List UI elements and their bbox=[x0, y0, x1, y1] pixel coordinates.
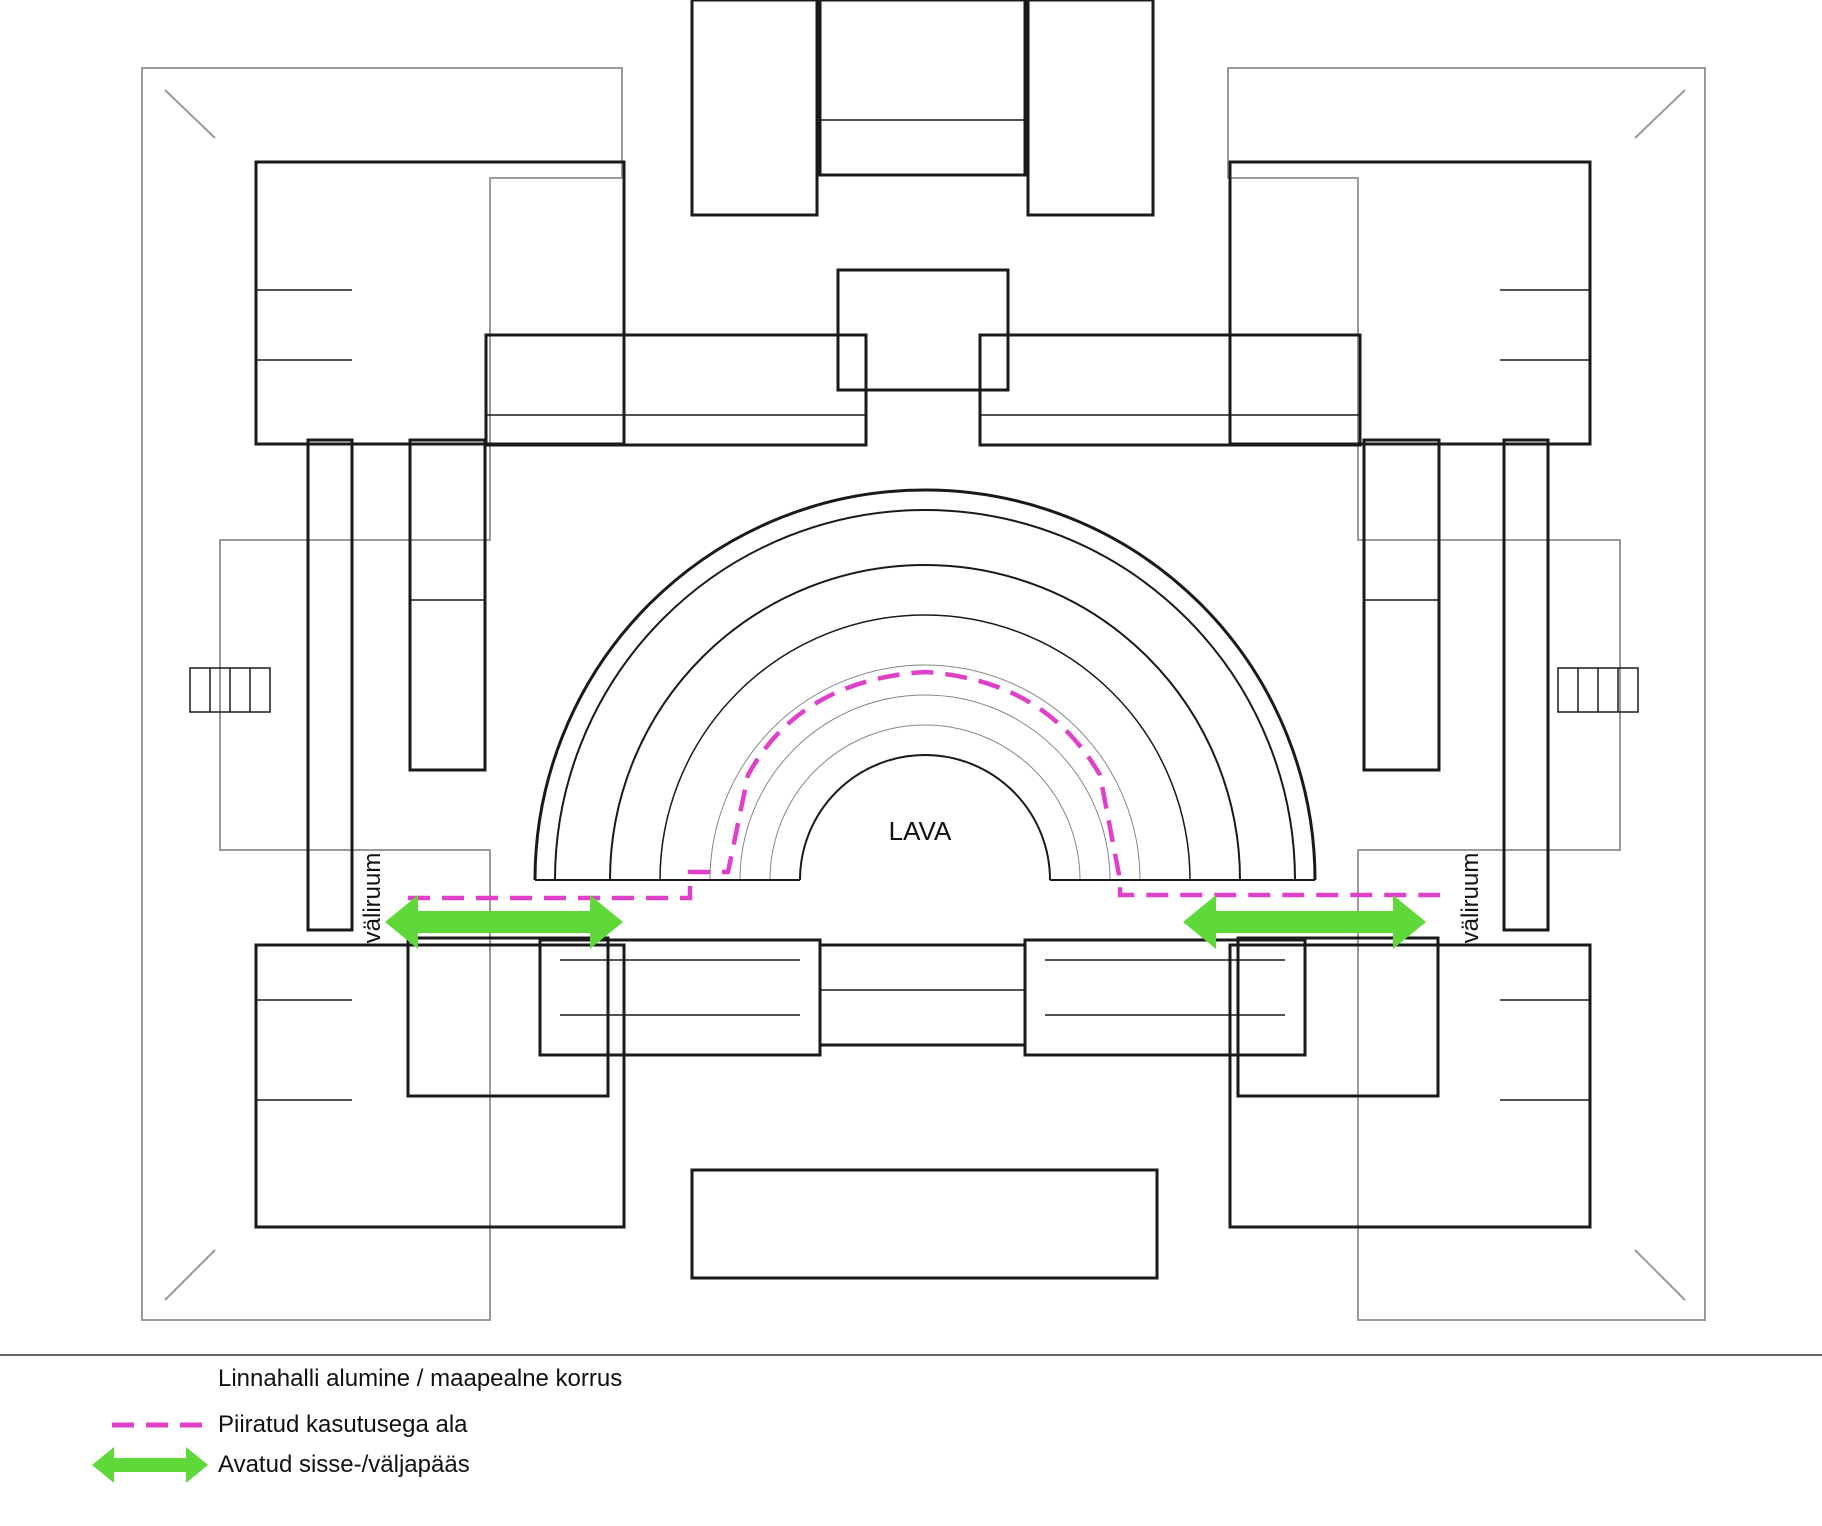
side-label-right: väliruum bbox=[1457, 853, 1484, 944]
legend-item-open-exit: Avatud sisse-/väljapääs bbox=[90, 1445, 790, 1485]
open-exit-arrow-left bbox=[385, 895, 623, 949]
magenta-dashed-line-icon bbox=[112, 1422, 208, 1428]
side-label-left: väliruum bbox=[359, 853, 386, 944]
stage-label: LAVA bbox=[889, 816, 952, 846]
open-exit-arrow-right bbox=[1183, 895, 1426, 949]
room-partitions bbox=[256, 119, 1590, 1101]
green-double-arrow-icon bbox=[92, 1447, 208, 1483]
legend-item-restricted-label: Piiratud kasutusega ala bbox=[218, 1411, 468, 1438]
legend-item-restricted: Piiratud kasutusega ala bbox=[90, 1405, 790, 1445]
building-walls bbox=[254, 0, 1592, 1280]
legend-title: Linnahalli alumine / maapealne korrus bbox=[218, 1365, 623, 1392]
legend: Linnahalli alumine / maapealne korrus Pi… bbox=[0, 1355, 1822, 1526]
side-stairs bbox=[189, 667, 1639, 713]
restricted-area-line bbox=[408, 669, 1440, 901]
site-outline bbox=[141, 67, 1706, 1321]
auditorium bbox=[533, 488, 1317, 881]
legend-item-open-exit-label: Avatud sisse-/väljapääs bbox=[218, 1451, 470, 1478]
